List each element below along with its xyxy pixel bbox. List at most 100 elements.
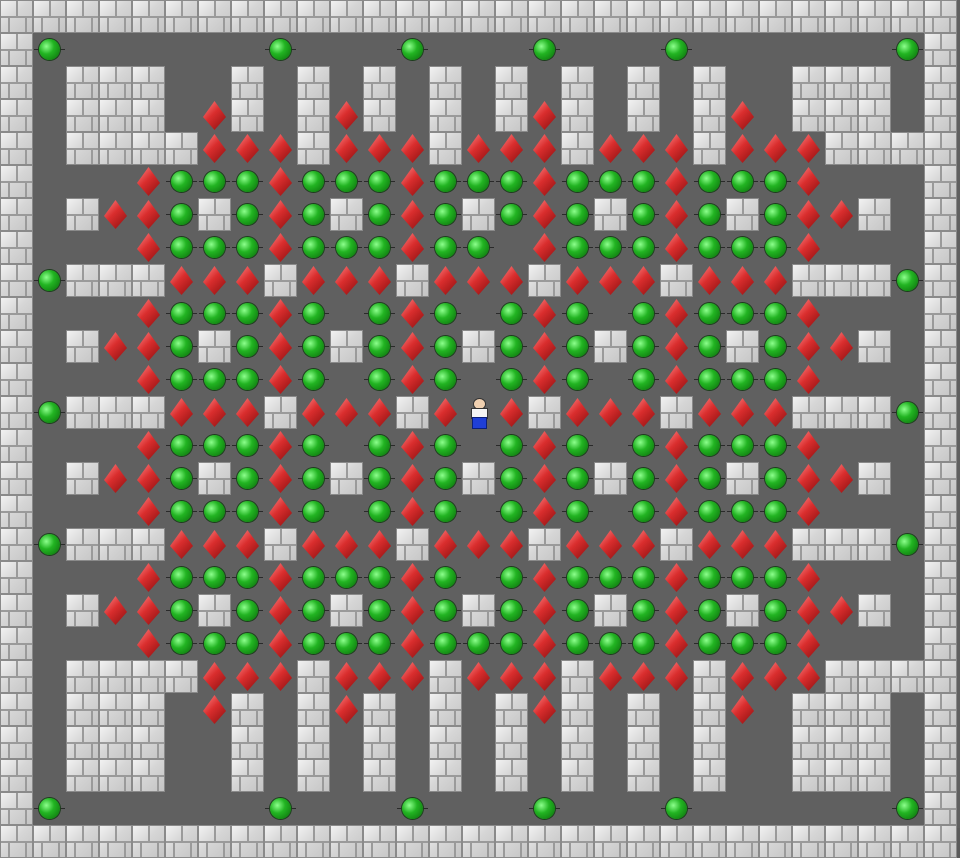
- box-tile[interactable]: [594, 132, 627, 165]
- box-tile[interactable]: [429, 396, 462, 429]
- box-tile[interactable]: [165, 528, 198, 561]
- box-tile[interactable]: [792, 297, 825, 330]
- box-tile[interactable]: [363, 396, 396, 429]
- box-tile[interactable]: [462, 264, 495, 297]
- box-tile[interactable]: [528, 462, 561, 495]
- box-tile[interactable]: [660, 627, 693, 660]
- box-tile[interactable]: [396, 330, 429, 363]
- box-tile[interactable]: [660, 594, 693, 627]
- box-tile[interactable]: [198, 396, 231, 429]
- box-tile[interactable]: [660, 462, 693, 495]
- box-tile[interactable]: [792, 231, 825, 264]
- box-tile[interactable]: [726, 99, 759, 132]
- box-tile[interactable]: [660, 165, 693, 198]
- box-tile[interactable]: [594, 264, 627, 297]
- box-tile[interactable]: [792, 363, 825, 396]
- box-tile[interactable]: [495, 396, 528, 429]
- box-tile[interactable]: [396, 627, 429, 660]
- box-tile[interactable]: [198, 264, 231, 297]
- box-tile[interactable]: [264, 297, 297, 330]
- box-tile[interactable]: [99, 594, 132, 627]
- box-tile[interactable]: [726, 528, 759, 561]
- box-tile[interactable]: [693, 264, 726, 297]
- box-tile[interactable]: [495, 264, 528, 297]
- box-tile[interactable]: [198, 528, 231, 561]
- box-tile[interactable]: [792, 495, 825, 528]
- box-tile[interactable]: [660, 132, 693, 165]
- box-tile[interactable]: [462, 660, 495, 693]
- box-tile[interactable]: [297, 396, 330, 429]
- box-tile[interactable]: [132, 594, 165, 627]
- box-tile[interactable]: [231, 132, 264, 165]
- box-tile[interactable]: [264, 660, 297, 693]
- box-tile[interactable]: [231, 396, 264, 429]
- box-tile[interactable]: [462, 528, 495, 561]
- box-tile[interactable]: [726, 693, 759, 726]
- box-tile[interactable]: [363, 264, 396, 297]
- box-tile[interactable]: [726, 660, 759, 693]
- box-tile[interactable]: [132, 429, 165, 462]
- box-tile[interactable]: [660, 363, 693, 396]
- box-tile[interactable]: [396, 495, 429, 528]
- box-tile[interactable]: [792, 594, 825, 627]
- box-tile[interactable]: [264, 594, 297, 627]
- box-tile[interactable]: [264, 165, 297, 198]
- box-tile[interactable]: [264, 495, 297, 528]
- box-tile[interactable]: [825, 198, 858, 231]
- box-tile[interactable]: [330, 528, 363, 561]
- box-tile[interactable]: [297, 264, 330, 297]
- box-tile[interactable]: [594, 528, 627, 561]
- box-tile[interactable]: [660, 429, 693, 462]
- box-tile[interactable]: [99, 198, 132, 231]
- box-tile[interactable]: [396, 363, 429, 396]
- box-tile[interactable]: [825, 330, 858, 363]
- box-tile[interactable]: [198, 693, 231, 726]
- box-tile[interactable]: [627, 660, 660, 693]
- box-tile[interactable]: [561, 396, 594, 429]
- box-tile[interactable]: [693, 396, 726, 429]
- box-tile[interactable]: [759, 660, 792, 693]
- box-tile[interactable]: [660, 198, 693, 231]
- box-tile[interactable]: [396, 429, 429, 462]
- box-tile[interactable]: [264, 429, 297, 462]
- box-tile[interactable]: [264, 462, 297, 495]
- box-tile[interactable]: [429, 264, 462, 297]
- box-tile[interactable]: [792, 462, 825, 495]
- box-tile[interactable]: [792, 627, 825, 660]
- box-tile[interactable]: [363, 528, 396, 561]
- box-tile[interactable]: [660, 330, 693, 363]
- box-tile[interactable]: [792, 660, 825, 693]
- box-tile[interactable]: [99, 330, 132, 363]
- box-tile[interactable]: [528, 165, 561, 198]
- box-tile[interactable]: [198, 660, 231, 693]
- box-tile[interactable]: [330, 99, 363, 132]
- box-tile[interactable]: [132, 297, 165, 330]
- box-tile[interactable]: [561, 264, 594, 297]
- box-tile[interactable]: [330, 264, 363, 297]
- box-tile[interactable]: [660, 561, 693, 594]
- box-tile[interactable]: [330, 132, 363, 165]
- box-tile[interactable]: [264, 132, 297, 165]
- box-tile[interactable]: [132, 462, 165, 495]
- box-tile[interactable]: [165, 396, 198, 429]
- box-tile[interactable]: [264, 627, 297, 660]
- box-tile[interactable]: [396, 132, 429, 165]
- box-tile[interactable]: [792, 165, 825, 198]
- box-tile[interactable]: [396, 198, 429, 231]
- box-tile[interactable]: [792, 198, 825, 231]
- box-tile[interactable]: [792, 132, 825, 165]
- box-tile[interactable]: [231, 528, 264, 561]
- box-tile[interactable]: [528, 330, 561, 363]
- player-tile[interactable]: [462, 396, 495, 429]
- box-tile[interactable]: [396, 660, 429, 693]
- box-tile[interactable]: [264, 363, 297, 396]
- box-tile[interactable]: [495, 132, 528, 165]
- box-tile[interactable]: [528, 231, 561, 264]
- box-tile[interactable]: [132, 363, 165, 396]
- box-tile[interactable]: [528, 627, 561, 660]
- box-tile[interactable]: [495, 528, 528, 561]
- box-tile[interactable]: [462, 132, 495, 165]
- box-tile[interactable]: [528, 363, 561, 396]
- box-tile[interactable]: [231, 264, 264, 297]
- box-tile[interactable]: [165, 264, 198, 297]
